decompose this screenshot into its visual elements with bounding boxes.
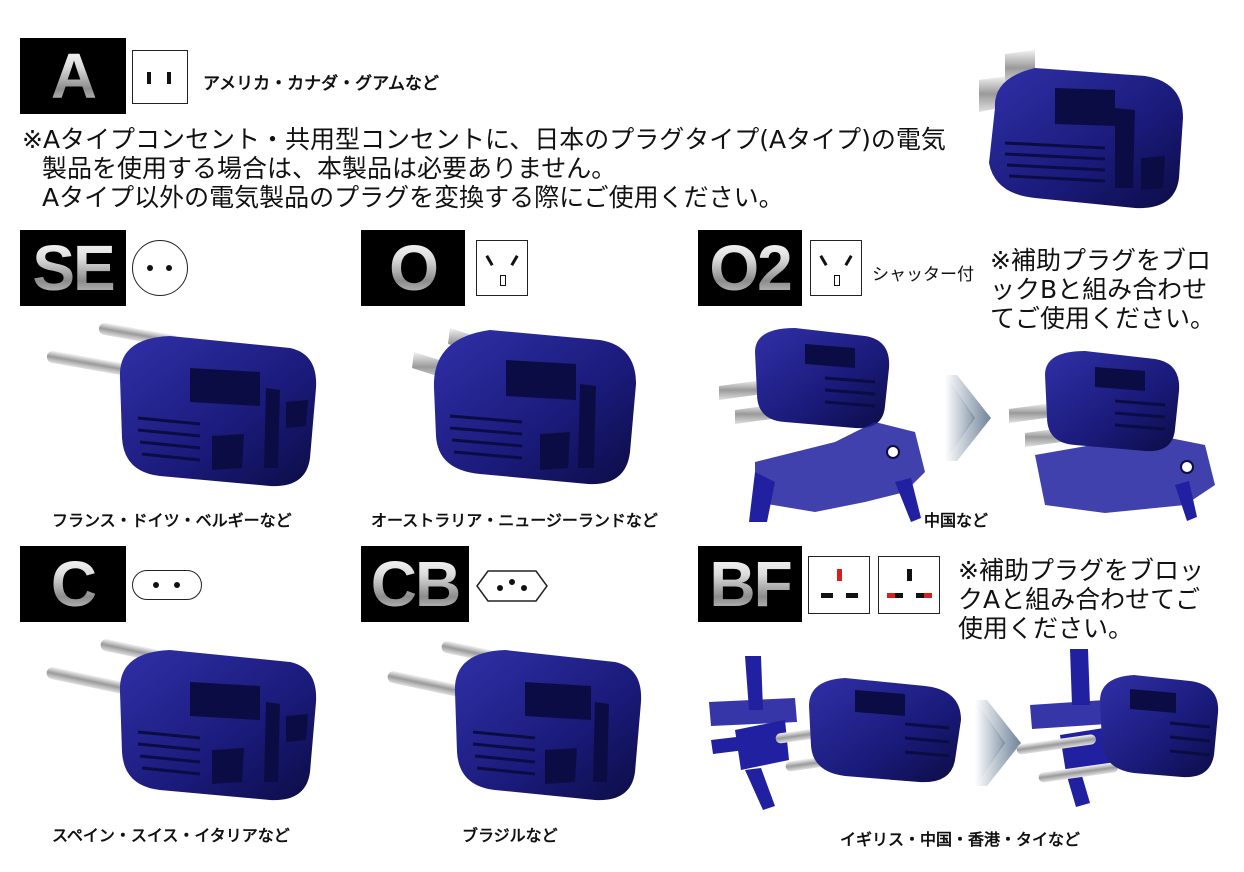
type-c-badge: C xyxy=(20,546,126,622)
region-label-o: オーストラリア・ニュージーランドなど xyxy=(371,511,658,530)
plug-a-image xyxy=(979,50,1183,209)
socket-cb-icon xyxy=(476,570,548,602)
note-bf-line-1: ※補助プラグをブロッ xyxy=(958,556,1204,585)
arrow-right-icon xyxy=(975,700,1021,786)
note-a-line-2: 製品を使用する場合は、本製品は必要ありません。 xyxy=(42,154,617,183)
region-label-o2: 中国など xyxy=(924,511,989,530)
socket-se-icon xyxy=(132,240,188,296)
type-o2-badge: O2 xyxy=(698,230,802,306)
plug-o-image xyxy=(412,328,636,485)
note-bf-line-3: 使用ください。 xyxy=(958,614,1134,643)
socket-o2-icon xyxy=(810,240,862,296)
region-label-cb: ブラジルなど xyxy=(462,826,558,845)
plug-bf-parts-image xyxy=(709,656,961,810)
note-a-line-1: ※Aタイプコンセント・共用型コンセントに、日本のプラグタイプ(Aタイプ)の電気 xyxy=(22,125,946,154)
type-cb-badge: CB xyxy=(361,546,469,622)
note-a-line-3: Aタイプ以外の電気製品のプラグを変換する際にご使用ください。 xyxy=(42,183,784,212)
plug-bf-assembled-image xyxy=(1016,649,1219,807)
region-label-bf: イギリス・中国・香港・タイなど xyxy=(840,830,1081,849)
region-label-se: フランス・ドイツ・ベルギーなど xyxy=(52,511,292,530)
region-label-c: スペイン・スイス・イタリアなど xyxy=(52,826,290,845)
shutter-label: シャッター付 xyxy=(872,265,974,285)
type-a-badge: A xyxy=(20,38,126,114)
note-o2-line-2: ックBと組み合わせ xyxy=(990,275,1208,304)
plug-se-image xyxy=(46,322,317,487)
note-o2-line-1: ※補助プラグをブロ xyxy=(990,246,1211,275)
plug-cb-image xyxy=(387,641,642,801)
plug-o2-parts-image xyxy=(719,328,925,522)
socket-c-icon xyxy=(132,570,202,600)
type-bf-badge: BF xyxy=(698,546,802,622)
plug-c-image xyxy=(46,639,317,801)
socket-bf-icon xyxy=(808,556,870,614)
region-label-a: アメリカ・カナダ・グアムなど xyxy=(203,74,439,94)
arrow-right-icon xyxy=(945,375,991,461)
note-o2-line-3: てご使用ください。 xyxy=(990,304,1216,333)
socket-a-icon xyxy=(132,50,188,104)
type-se-badge: SE xyxy=(20,230,126,306)
plug-o2-assembled-image xyxy=(1009,351,1215,521)
note-bf-line-2: クAと組み合わせてご xyxy=(958,585,1201,614)
type-o-badge: O xyxy=(361,230,465,306)
socket-o-icon xyxy=(476,240,528,296)
socket-bf-alt-icon xyxy=(878,556,940,614)
